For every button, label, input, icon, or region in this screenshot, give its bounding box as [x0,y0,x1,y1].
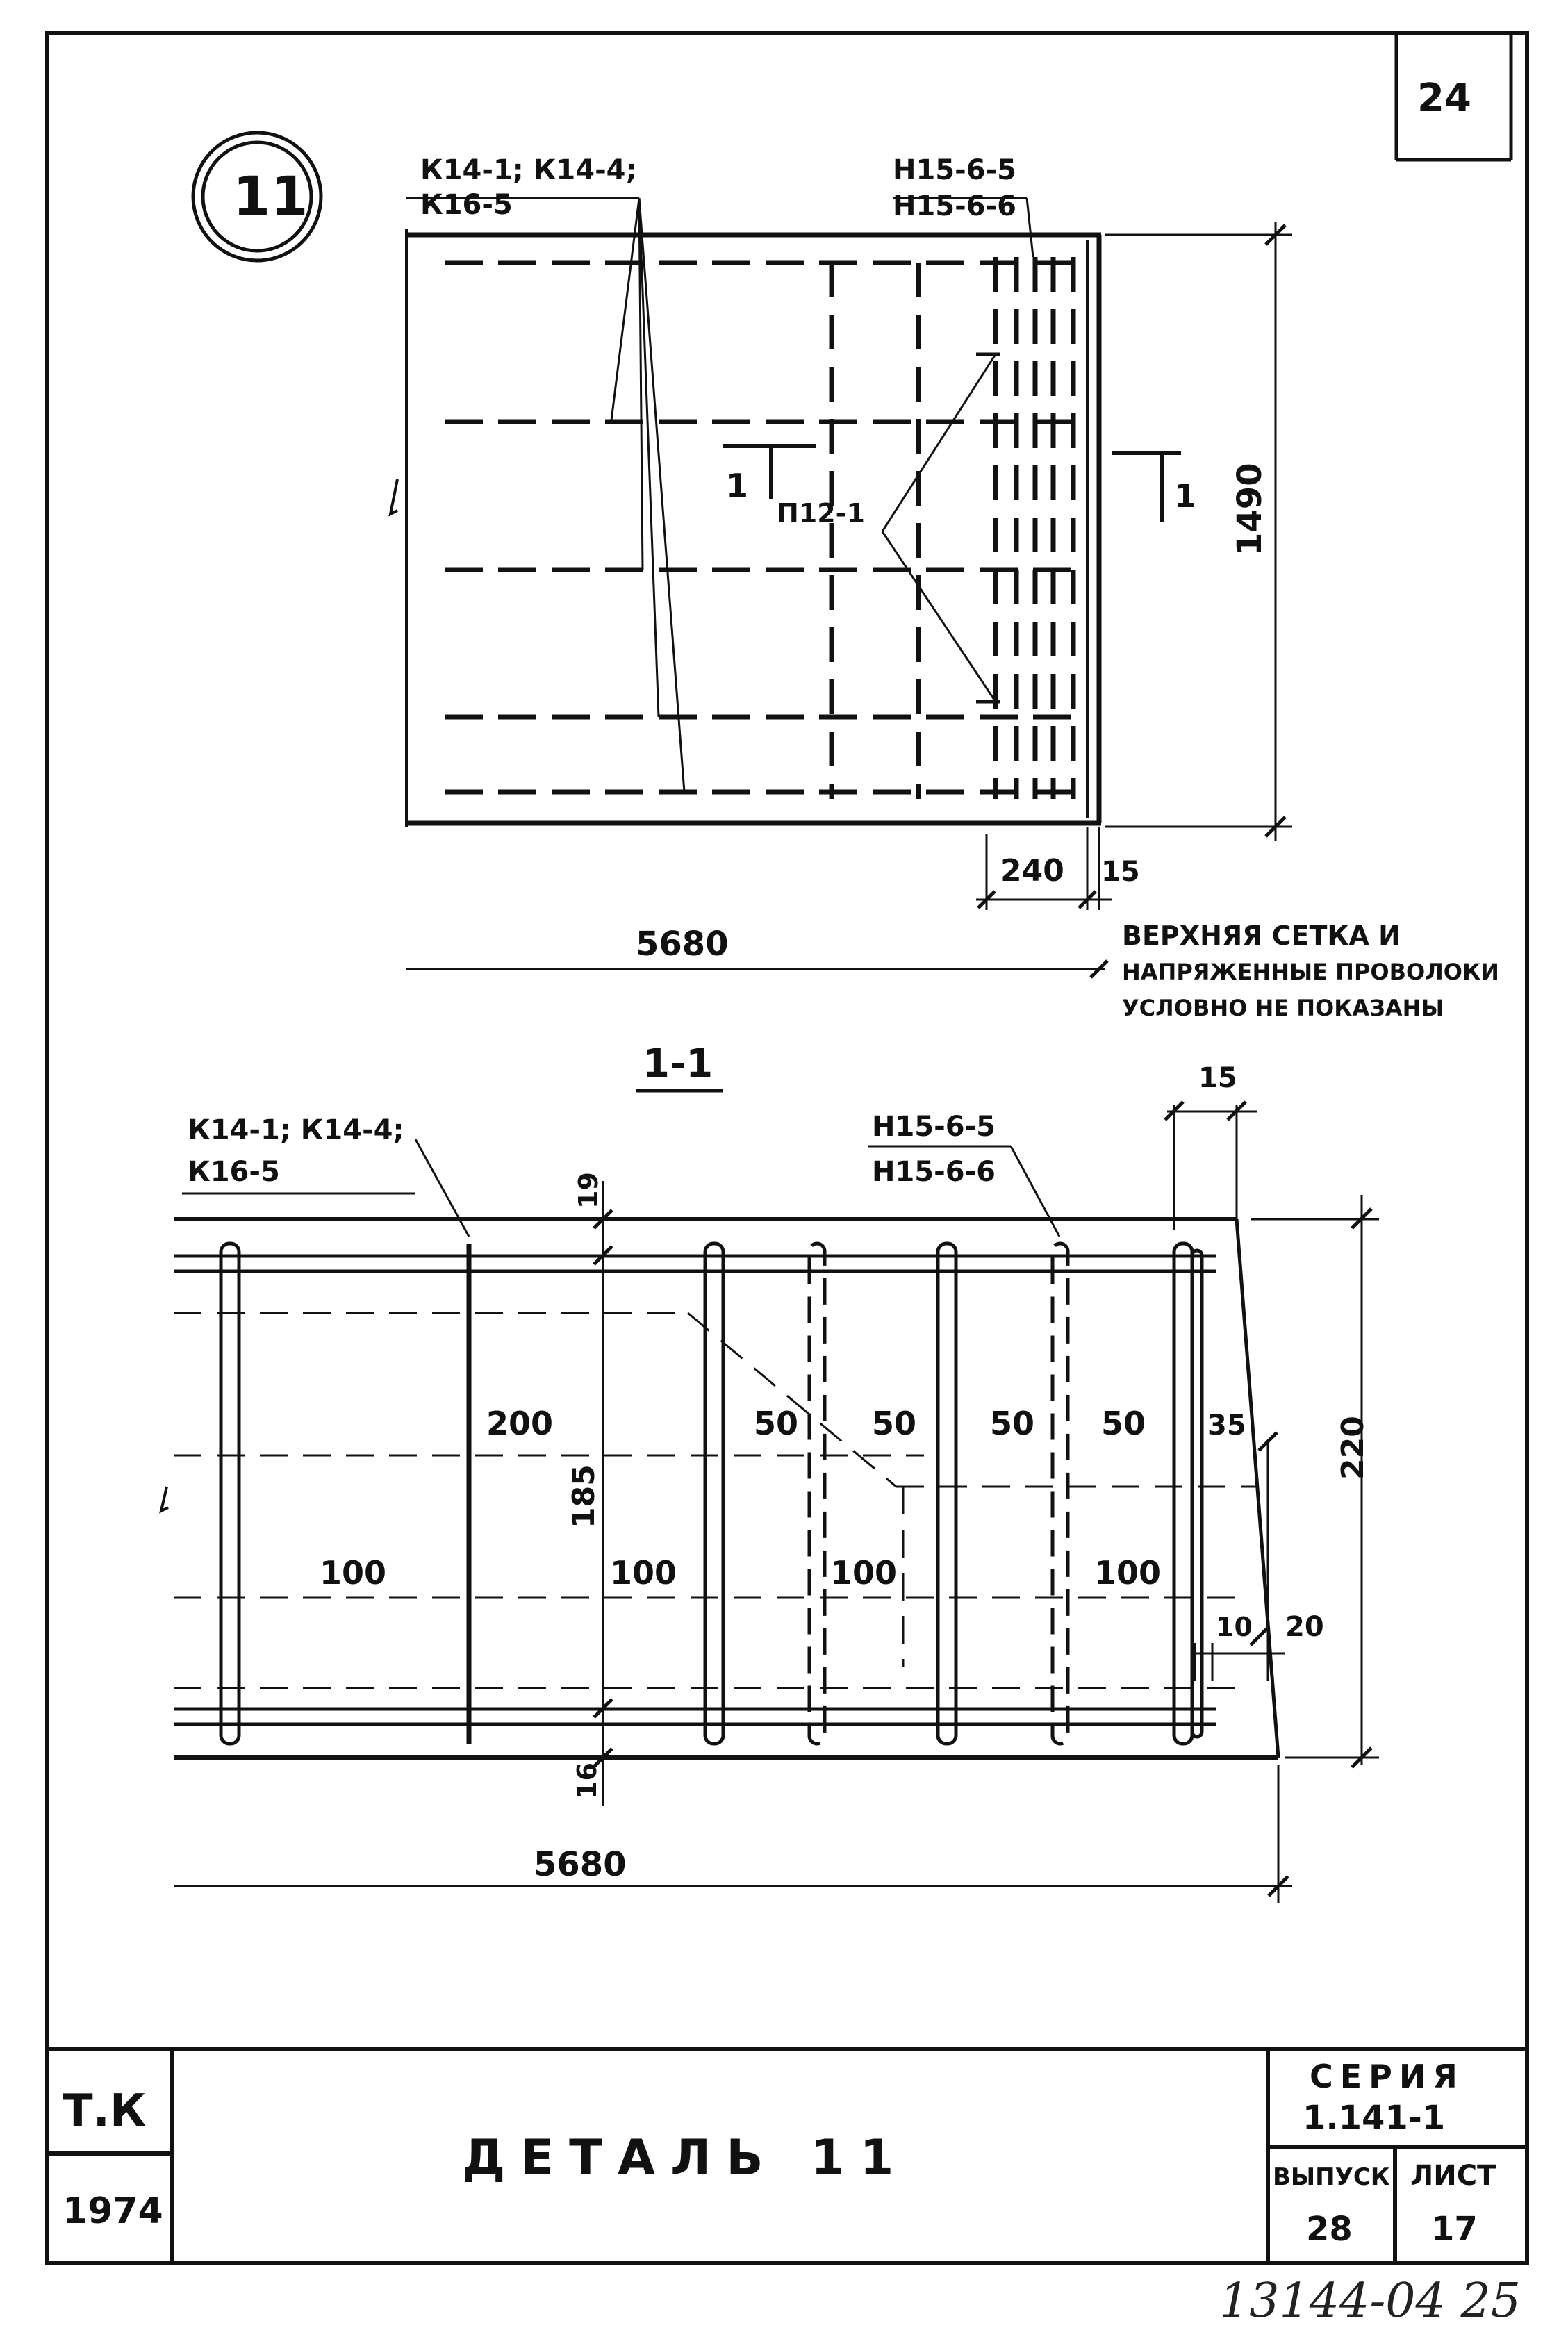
plan-dim-height-label: 1490 [1230,463,1269,556]
plan-dim-length [406,959,1109,979]
section-dim-50a-label: 50 [754,1405,798,1442]
section-dim-20-label: 20 [1285,1611,1324,1643]
plan-horizontal-bars [445,260,1084,795]
title-block-title: ДЕТАЛЬ 11 [462,2129,909,2186]
sheet-frame [45,31,1529,2265]
section-dim-220-label: 220 [1335,1416,1371,1480]
title-block-sheet-label: ЛИСТ [1410,2160,1496,2192]
section-dim-100d-label: 100 [1094,1554,1161,1592]
plan-view [388,197,1292,979]
section-dim-200-label: 200 [486,1405,553,1442]
plan-callout-mesh-line1: К14-1; К14-4; [420,154,637,186]
title-block-issue-value: 28 [1306,2210,1353,2249]
plan-callout-net-line2: Н15-6-6 [893,190,1016,222]
title-block-sheet-value: 17 [1431,2210,1478,2249]
plan-section-mark-left-label: 1 [726,467,748,504]
plan-leader-mesh [406,197,686,793]
section-dim-19-label: 19 [573,1172,604,1209]
section-longitudinal-bars [174,1254,1216,1726]
section-dim-185 [593,1181,613,1806]
plan-dim-240-label: 240 [1000,853,1064,889]
section-dim-16-label: 16 [572,1762,602,1799]
section-callout-net-line2: Н15-6-6 [872,1156,996,1188]
title-block [47,2047,1527,2263]
section-title: 1-1 [643,1041,713,1086]
section-dim-100c-label: 100 [830,1554,897,1592]
title-block-series-label: СЕРИЯ [1310,2058,1464,2095]
section-dim-length-label: 5680 [534,1845,627,1884]
section-dim-length [174,1765,1292,1903]
detail-marker [191,131,323,263]
plan-section-mark-right-label: 1 [1174,477,1196,515]
section-callout-mesh-line1: К14-1; К14-4; [188,1114,404,1146]
title-block-issue-label: ВЫПУСК [1273,2163,1390,2191]
section-dashed-lines [174,1312,1257,1689]
section-dim-right-small [1194,1431,1285,1681]
plan-callout-net-line1: Н15-6-5 [893,154,1016,186]
plan-bar-label: П12-1 [777,498,865,529]
plan-dim-height [1105,222,1292,841]
section-leaders [182,1139,1061,1237]
plan-note-line3: УСЛОВНО НЕ ПОКАЗАНЫ [1122,995,1444,1021]
plan-leader-bar [881,352,1000,704]
plan-leader-net [893,197,1034,258]
plan-note-line2: НАПРЯЖЕННЫЕ ПРОВОЛОКИ [1122,959,1499,985]
section-dim-35-label: 35 [1207,1410,1246,1441]
plan-note-line1: ВЕРХНЯЯ СЕТКА И [1122,920,1401,951]
plan-vertical-bars [829,257,1076,799]
section-dim-50b-label: 50 [872,1405,916,1442]
title-block-year: 1974 [63,2190,163,2232]
title-block-org: Т.К [63,2085,146,2137]
section-view [159,1100,1379,1903]
section-dim-100b-label: 100 [610,1554,677,1592]
section-dim-100a-label: 100 [320,1554,386,1592]
plan-section-mark-right [1112,451,1181,522]
detail-marker-label: 11 [233,166,308,229]
plan-dim-length-label: 5680 [636,925,729,964]
section-dim-10-label: 10 [1216,1612,1253,1642]
plan-callout-mesh-line2: К16-5 [420,189,513,221]
plan-section-mark-left [723,444,816,499]
section-dim-50d-label: 50 [1101,1405,1146,1442]
section-dim-top15-label: 15 [1198,1062,1237,1094]
section-dim-185-label: 185 [566,1464,602,1528]
section-dim-50c-label: 50 [990,1405,1034,1442]
section-dim-top15 [1164,1100,1257,1230]
section-vertical-bars [219,1241,1204,1746]
section-callout-net-line1: Н15-6-5 [872,1111,996,1143]
section-dim-220 [1251,1195,1379,1769]
sheet-number: 24 [1417,76,1471,121]
archive-number: 13144-04 25 [1219,2274,1521,2329]
plan-dim-240 [976,827,1112,910]
plan-dim-15-label: 15 [1101,856,1140,888]
section-callout-mesh-line2: К16-5 [188,1156,280,1188]
title-block-series-value: 1.141-1 [1303,2099,1445,2138]
